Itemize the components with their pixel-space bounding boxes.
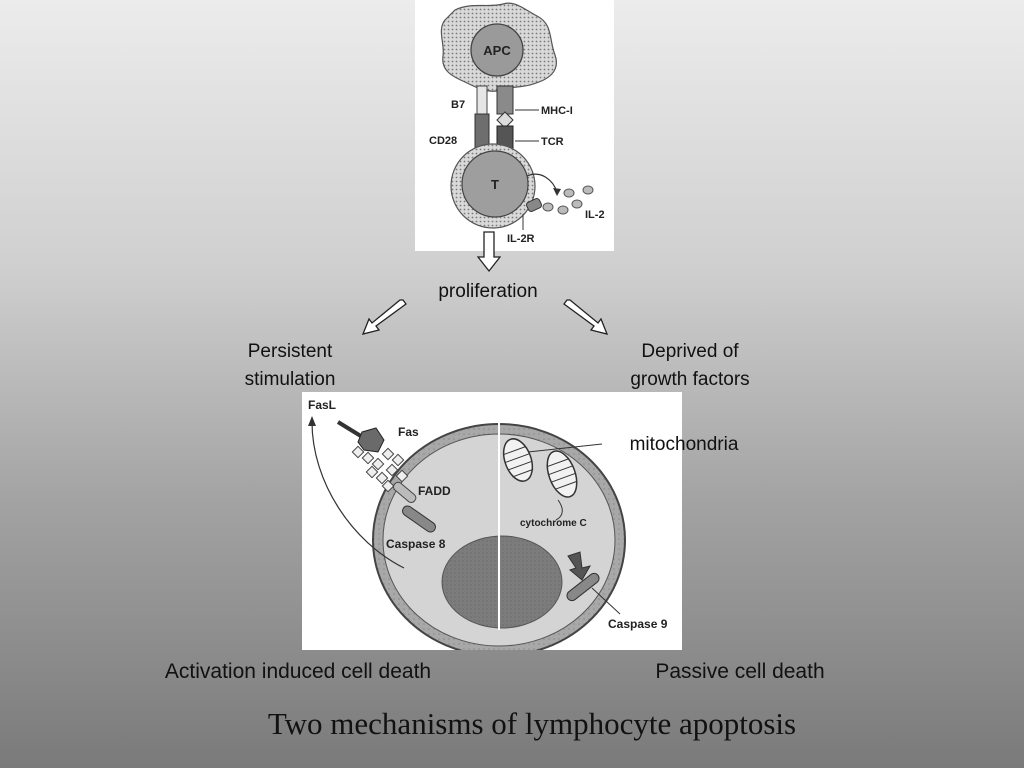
apc-label: APC	[483, 43, 511, 58]
mhc-receptor	[496, 85, 514, 115]
apc-tcell-figure: APC B7 MHC-I CD28 TCR T IL-2 IL-2R	[415, 0, 614, 251]
caspase8-enzyme	[402, 505, 436, 533]
fasl-arrowhead	[308, 416, 316, 426]
cell-nucleus	[441, 535, 563, 629]
fasl-ligand	[357, 427, 385, 453]
fadd-adapter	[392, 481, 417, 504]
caspase8-label: Caspase 8	[386, 537, 446, 551]
slide-caption: Two mechanisms of lymphocyte apoptosis	[267, 706, 797, 741]
arrow-down-right-icon	[563, 299, 609, 335]
il2-molecule	[571, 199, 583, 209]
cytochrome-arrow	[555, 499, 563, 521]
il2r-receptor	[526, 197, 542, 213]
activation-induced-cell-death-label: Activation induced cell death	[164, 660, 432, 683]
caspase9-activation-arrow	[567, 551, 592, 581]
persistent-stimulation-label: Persistent stimulation	[244, 341, 336, 390]
proliferation-label: proliferation	[438, 281, 538, 302]
arrow-down-left-icon	[361, 299, 407, 335]
caspase9-leader	[591, 587, 621, 615]
apc-tcell-svg: APC B7 MHC-I CD28 TCR T IL-2 IL-2R	[429, 2, 605, 245]
t-cell-nucleus	[461, 150, 529, 218]
fadd-label: FADD	[418, 484, 451, 498]
mitochondrion	[546, 450, 578, 498]
cytochrome-label: cytochrome C	[520, 518, 587, 529]
mhc-label: MHC-I	[541, 105, 573, 117]
apc-nucleus	[470, 23, 524, 77]
apoptosis-svg: FasL Fas FADD Caspase 8	[308, 398, 668, 657]
fas-receptor	[351, 445, 409, 493]
t-cell-label: T	[491, 177, 499, 192]
b7-receptor	[476, 85, 488, 115]
il2-molecule	[557, 205, 569, 215]
tcr-label: TCR	[541, 136, 564, 148]
il2-label: IL-2	[585, 209, 605, 221]
mitochondria-label: mitochondria	[629, 434, 739, 455]
fasl-stalk	[336, 420, 366, 440]
fasl-arrow	[311, 421, 405, 569]
b7-label: B7	[451, 99, 465, 111]
deprived-growth-factors-label: Deprived of growth factors	[630, 341, 750, 390]
caspase9-label: Caspase 9	[608, 617, 668, 631]
cd28-label: CD28	[429, 135, 457, 147]
down-arrow-icon	[477, 231, 501, 273]
secretion-arrowhead	[553, 188, 561, 196]
apoptosis-figure: FasL Fas FADD Caspase 8	[302, 392, 682, 657]
passive-cell-death-label: Passive cell death	[655, 660, 825, 683]
il2r-label: IL-2R	[507, 233, 535, 245]
fasl-label: FasL	[308, 398, 336, 412]
il2-molecule	[563, 188, 575, 198]
il2-molecule	[542, 202, 554, 212]
il2-molecule	[582, 185, 594, 195]
mitochondrion	[502, 438, 534, 482]
caspase9-enzyme	[566, 572, 600, 602]
fas-label: Fas	[398, 425, 419, 439]
mitochondria-leader	[527, 443, 603, 453]
